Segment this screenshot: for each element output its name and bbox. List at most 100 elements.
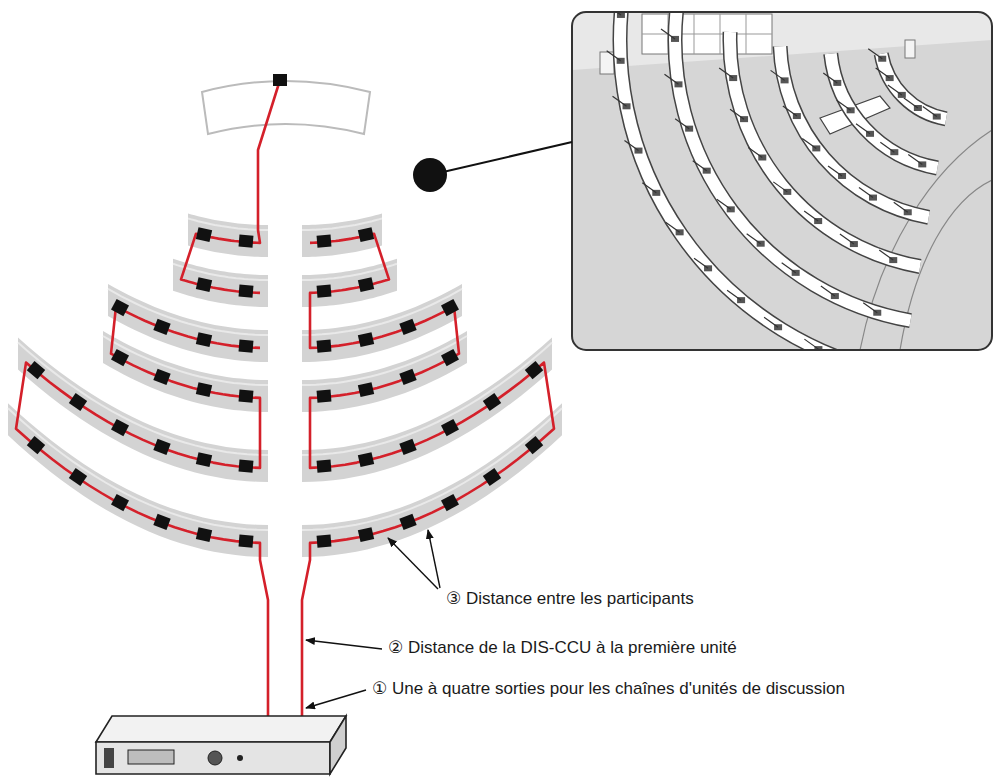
discussion-unit bbox=[441, 419, 459, 436]
discussion-unit bbox=[111, 419, 129, 436]
discussion-unit bbox=[399, 319, 416, 335]
discussion-unit bbox=[239, 340, 254, 353]
discussion-unit bbox=[27, 436, 45, 454]
desk-row bbox=[103, 331, 268, 412]
callout-label: ② Distance de la DIS-CCU à la première u… bbox=[388, 637, 978, 659]
room-photo bbox=[572, 0, 992, 375]
discussion-unit bbox=[153, 319, 170, 335]
discussion-unit bbox=[69, 468, 87, 486]
desk-edge bbox=[302, 264, 397, 280]
discussion-unit bbox=[441, 299, 459, 316]
desk-edge bbox=[302, 336, 467, 385]
photo-mic bbox=[804, 211, 818, 221]
photo-mic bbox=[661, 29, 675, 39]
photo-mic bbox=[859, 188, 873, 198]
discussion-unit bbox=[196, 227, 212, 242]
photo-mic bbox=[694, 258, 708, 268]
photo-mic bbox=[856, 124, 870, 134]
desk-row bbox=[302, 259, 397, 307]
discussion-unit bbox=[111, 494, 129, 511]
photo-desk bbox=[780, 46, 929, 217]
unit-cable bbox=[181, 80, 280, 293]
desk-row bbox=[8, 403, 268, 557]
discussion-unit bbox=[153, 439, 170, 455]
callout-label: ③ Distance entre les participants bbox=[446, 588, 966, 610]
photo-mic bbox=[863, 303, 877, 313]
discussion-unit bbox=[483, 393, 501, 411]
photo-mic bbox=[747, 234, 761, 244]
discussion-unit bbox=[317, 340, 332, 353]
photo-desk bbox=[831, 54, 938, 168]
desk-edge bbox=[103, 336, 268, 385]
photo-mic bbox=[624, 141, 638, 151]
discussion-unit bbox=[399, 514, 416, 530]
photo-mic bbox=[642, 183, 656, 193]
desk-edge bbox=[173, 264, 268, 280]
callout-label: ① Une à quatre sorties pour les chaînes … bbox=[372, 678, 970, 700]
photo-mic bbox=[880, 142, 894, 152]
discussion-unit bbox=[69, 393, 87, 411]
discussion-unit bbox=[196, 527, 212, 542]
photo-mic bbox=[837, 100, 851, 110]
photo-mic bbox=[613, 96, 627, 106]
photo-mic bbox=[748, 148, 762, 158]
discussion-unit bbox=[358, 382, 374, 397]
discussion-unit bbox=[239, 285, 254, 298]
photo-desk bbox=[620, 12, 901, 350]
discussion-unit bbox=[153, 369, 170, 385]
photo-desk bbox=[881, 54, 946, 119]
photo-pointer bbox=[413, 142, 572, 192]
photo-mic bbox=[664, 74, 678, 84]
photo-mic bbox=[840, 234, 854, 244]
photo-mic bbox=[904, 98, 918, 108]
desk-row bbox=[302, 403, 562, 557]
photo-mic bbox=[876, 68, 890, 78]
photo-mic bbox=[693, 161, 707, 171]
photo-mic bbox=[879, 250, 893, 260]
photo-mic bbox=[923, 107, 937, 117]
desk-row bbox=[188, 214, 268, 258]
photo-mic bbox=[717, 199, 731, 209]
floor-plan bbox=[8, 74, 562, 716]
discussion-unit bbox=[399, 369, 416, 385]
ccu-device bbox=[96, 716, 346, 774]
discussion-unit bbox=[317, 235, 332, 248]
discussion-unit bbox=[358, 332, 374, 347]
discussion-unit bbox=[317, 460, 332, 473]
photo-desk bbox=[620, 12, 901, 350]
discussion-unit bbox=[399, 439, 416, 455]
discussion-unit bbox=[317, 390, 332, 403]
photo-mic bbox=[666, 222, 680, 232]
desk-row bbox=[302, 331, 467, 412]
photo-mic bbox=[783, 106, 797, 116]
discussion-unit bbox=[111, 299, 129, 316]
discussion-unit bbox=[525, 361, 543, 379]
discussion-unit bbox=[196, 452, 212, 467]
photo-mic bbox=[607, 51, 621, 61]
photo-mic bbox=[888, 85, 902, 95]
discussion-unit bbox=[27, 361, 45, 379]
discussion-unit bbox=[196, 382, 212, 397]
discussion-unit bbox=[358, 452, 374, 467]
photo-mic bbox=[804, 339, 818, 349]
discussion-unit bbox=[441, 494, 459, 511]
photo-desk bbox=[780, 46, 929, 217]
photo-mic bbox=[782, 263, 796, 273]
photo-mic bbox=[764, 317, 778, 327]
discussion-unit bbox=[358, 227, 374, 242]
discussion-unit bbox=[317, 535, 332, 548]
discussion-unit bbox=[239, 390, 254, 403]
photo-mic bbox=[719, 68, 733, 78]
discussion-unit bbox=[111, 349, 129, 366]
photo-mic bbox=[802, 138, 816, 148]
presidium-desk bbox=[202, 81, 370, 134]
discussion-unit bbox=[196, 332, 212, 347]
photo-mic bbox=[868, 49, 882, 59]
photo-desk bbox=[831, 54, 938, 168]
discussion-unit bbox=[239, 235, 254, 248]
discussion-unit bbox=[525, 436, 543, 454]
discussion-unit bbox=[358, 527, 374, 542]
discussion-unit bbox=[317, 285, 332, 298]
discussion-unit bbox=[239, 535, 254, 548]
